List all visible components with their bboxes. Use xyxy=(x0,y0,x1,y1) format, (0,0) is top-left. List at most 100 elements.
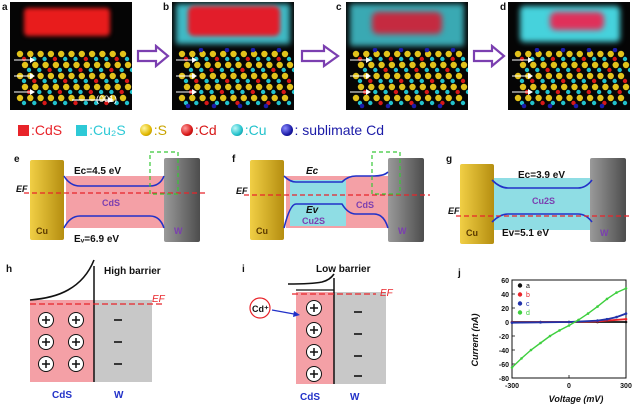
s-atom xyxy=(622,61,630,69)
cu-atom xyxy=(281,67,286,73)
s-atom xyxy=(394,94,401,102)
s-atom xyxy=(597,94,604,102)
sublimate-cd-atom xyxy=(372,48,378,53)
valence-band-line xyxy=(63,215,165,229)
cu-atom xyxy=(124,56,130,62)
data-point-d xyxy=(615,291,618,294)
s-atom xyxy=(271,50,278,58)
s-atom xyxy=(440,83,447,91)
sublimate-cd-atom xyxy=(534,48,540,53)
s-atom xyxy=(119,94,127,102)
s-atom xyxy=(240,50,247,58)
s-atom xyxy=(73,83,80,91)
cd-atom xyxy=(581,56,586,62)
cu-atom xyxy=(78,89,83,95)
data-point-c xyxy=(510,321,514,324)
cu-atom xyxy=(602,78,607,84)
s-atom xyxy=(220,72,227,80)
cu-atom xyxy=(555,67,561,73)
cd-atom xyxy=(388,56,394,62)
cu-atom xyxy=(460,56,466,62)
s-atom xyxy=(373,50,380,58)
s-atom xyxy=(514,94,522,102)
s-atom xyxy=(545,72,553,80)
s-atom xyxy=(194,83,201,91)
sublimate-cd-atom xyxy=(573,103,579,109)
cu-atom xyxy=(57,67,63,73)
cu-atom xyxy=(617,67,622,73)
cu-atom xyxy=(240,89,245,95)
s-atom xyxy=(607,50,614,58)
s-atom xyxy=(352,50,360,58)
cd-atom xyxy=(561,78,566,84)
sublimate-cd-atom xyxy=(250,48,256,53)
cu-atom xyxy=(612,100,617,106)
s-atom xyxy=(58,94,65,102)
x-tick-label: 0 xyxy=(567,383,571,390)
cd-atom xyxy=(219,89,225,95)
cd-atom xyxy=(57,89,63,95)
w-label: W xyxy=(174,226,183,236)
s-atom xyxy=(597,50,604,58)
legend-label-a: a xyxy=(526,283,530,290)
cd-atom xyxy=(455,89,460,95)
s-atom xyxy=(404,50,411,58)
s-atom xyxy=(42,83,49,91)
process-arrow-2 xyxy=(300,44,340,68)
cu-atom xyxy=(219,67,225,73)
cu-atom xyxy=(622,56,628,62)
s-atom xyxy=(586,72,594,80)
s-atom xyxy=(104,83,111,91)
cu-atom xyxy=(114,100,119,106)
panel-label-g: g xyxy=(446,154,453,165)
s-atom xyxy=(225,61,232,69)
cu-atom xyxy=(378,56,383,62)
cu-atom xyxy=(114,78,119,84)
s-atom xyxy=(104,61,111,69)
s-atom xyxy=(591,61,599,69)
cd-atom xyxy=(88,89,94,95)
cu-atom xyxy=(93,100,99,106)
s-atom xyxy=(404,72,411,80)
cu2s-band-region xyxy=(290,180,346,226)
cu-atom xyxy=(88,67,94,73)
data-point-d xyxy=(567,324,571,327)
cd-atom xyxy=(545,67,550,73)
s-atom xyxy=(189,94,196,102)
panel-label-c: c xyxy=(336,2,342,13)
s-atom xyxy=(535,94,542,102)
panel-d-image xyxy=(508,2,630,110)
s-atom xyxy=(540,61,547,69)
cu-atom xyxy=(214,100,220,106)
cd-atom xyxy=(78,67,83,73)
w-label: W xyxy=(600,228,609,238)
s-atom xyxy=(576,72,583,80)
schottky-diagram-i: Cd⁺ Low barrier EF CdS W xyxy=(249,264,394,403)
cu-atom xyxy=(561,56,566,62)
cu-atom xyxy=(429,100,435,106)
ion-arrow xyxy=(271,309,295,315)
s-atom xyxy=(414,94,421,102)
s-atom xyxy=(32,83,39,91)
s-atom xyxy=(450,61,457,69)
cd-atom xyxy=(555,89,561,95)
cu-atom xyxy=(68,67,73,73)
s-atom xyxy=(514,50,522,58)
cds-label: CdS xyxy=(356,200,374,210)
legend-cd: :Cd xyxy=(194,122,217,138)
cd-atom xyxy=(225,78,230,84)
panel-b-image xyxy=(172,2,294,110)
s-atom xyxy=(230,94,237,102)
cds-label: CdS xyxy=(52,390,72,401)
s-atom xyxy=(214,83,222,91)
atomic-lattice-d xyxy=(512,48,630,109)
data-point-d xyxy=(548,334,552,338)
cu-atom xyxy=(188,67,194,73)
cd-atom xyxy=(276,56,281,62)
cu-atom xyxy=(424,67,429,73)
cu-atom xyxy=(266,78,271,84)
cd-atom xyxy=(286,78,292,84)
data-point-d xyxy=(520,357,523,360)
s-atom xyxy=(540,83,547,91)
x-tick-label: 300 xyxy=(620,383,632,390)
